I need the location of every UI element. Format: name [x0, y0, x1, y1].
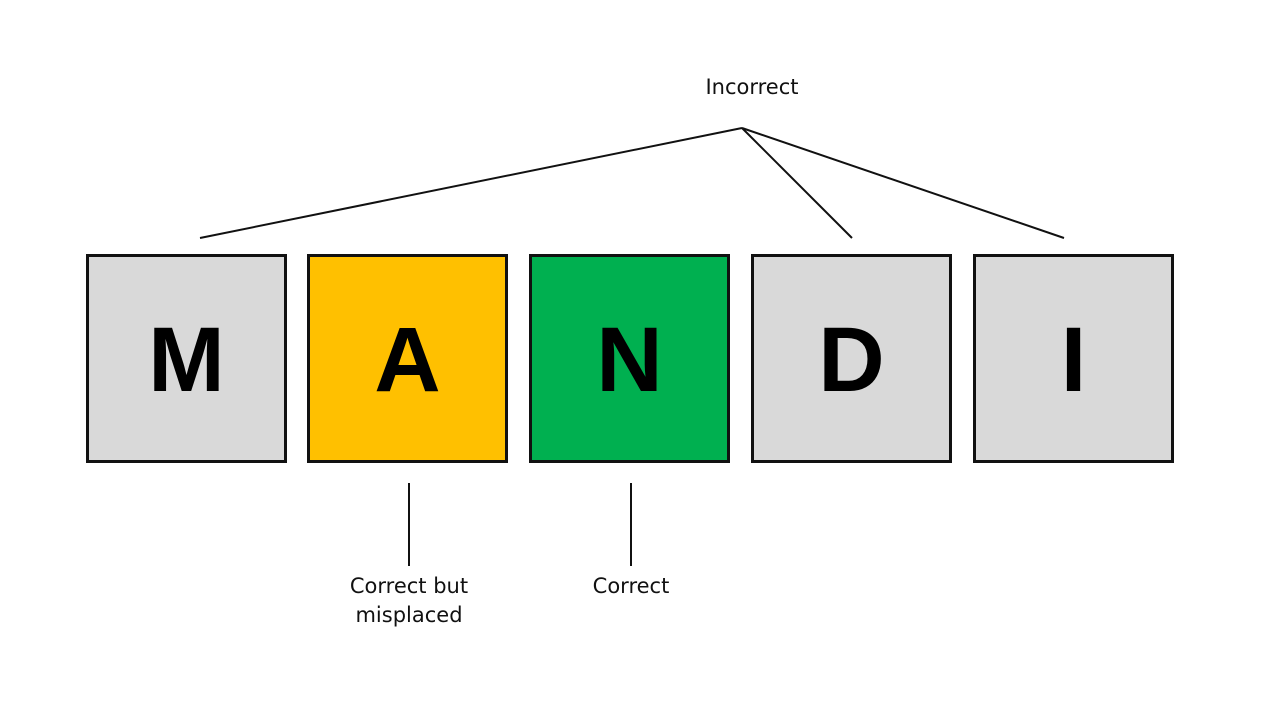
- incorrect-connector-m: [199, 127, 743, 239]
- letter-tile-a: A: [307, 254, 508, 463]
- correct-label: Correct: [592, 574, 670, 598]
- letter-tile-i: I: [973, 254, 1174, 463]
- letter-tile-n: N: [529, 254, 730, 463]
- misplaced-label-line-2: misplaced: [355, 603, 463, 627]
- tile-letter: N: [596, 308, 663, 411]
- incorrect-label: Incorrect: [705, 75, 799, 99]
- tile-letter: M: [148, 308, 225, 411]
- letter-tile-d: D: [751, 254, 952, 463]
- incorrect-connector-i: [741, 127, 1065, 239]
- misplaced-label: Correct but misplaced: [309, 572, 509, 630]
- tile-letter: A: [374, 308, 441, 411]
- letter-tile-m: M: [86, 254, 287, 463]
- tile-letter: I: [1060, 308, 1087, 411]
- incorrect-connector-d: [741, 127, 853, 239]
- misplaced-label-line-1: Correct but: [349, 574, 469, 598]
- tile-letter: D: [818, 308, 885, 411]
